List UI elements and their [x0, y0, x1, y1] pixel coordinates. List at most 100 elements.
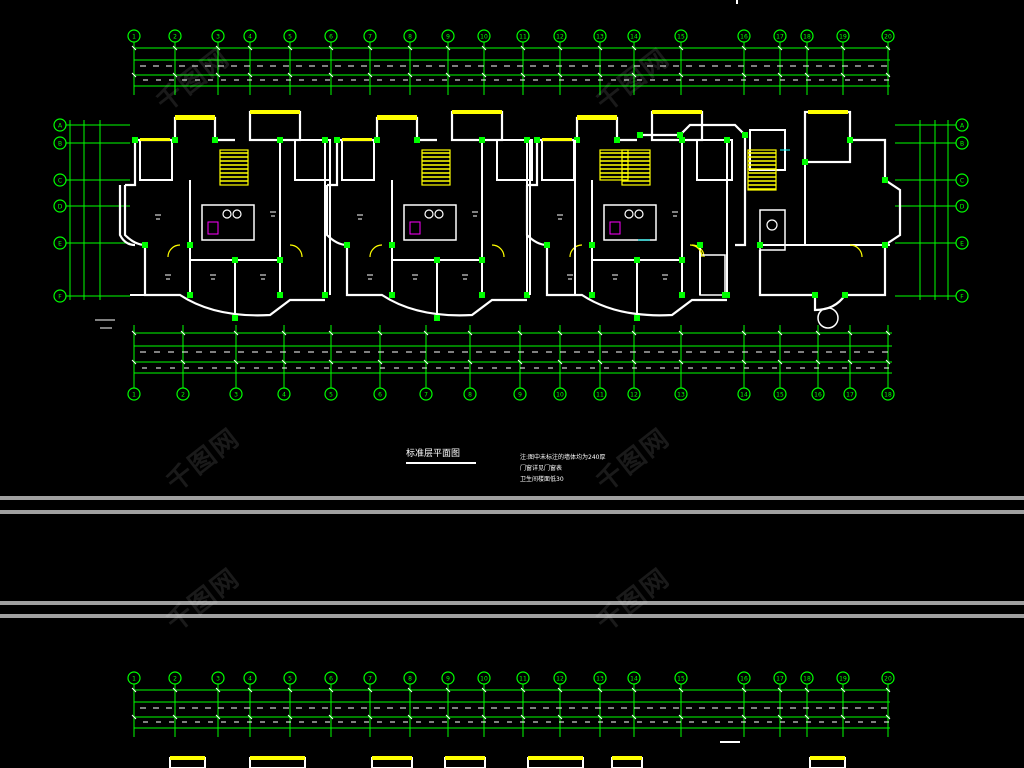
left-axis-bubble-label: D: [58, 204, 63, 211]
tick-mark: [328, 359, 334, 365]
right-axis-bubble-label: E: [960, 241, 964, 248]
door-swing: [167, 244, 181, 258]
bottom-axis-bubble-label: 3: [234, 392, 238, 399]
exterior-wall: [118, 185, 136, 247]
bottom-dimension-block: [131, 325, 892, 394]
floor-plan-walls: [123, 110, 902, 329]
stair-outline: [747, 149, 777, 191]
tick-mark: [597, 330, 603, 336]
tick-mark: [281, 330, 287, 336]
tick-mark: [804, 72, 810, 78]
tick-mark: [678, 359, 684, 365]
structural-column: [742, 132, 748, 138]
bottom-axis-bubble: [737, 387, 751, 401]
structural-column: [544, 242, 550, 248]
structural-column: [679, 137, 685, 143]
structural-column: [277, 292, 283, 298]
tick-mark: [885, 45, 891, 51]
window-band: [810, 756, 845, 760]
structural-column: [479, 292, 485, 298]
top-axis-bubble-label: 6: [329, 34, 333, 41]
fixture-sink: [434, 209, 444, 219]
top-axis-bubble: [836, 671, 850, 685]
bottom-axis-bubble-label: 14: [740, 392, 748, 399]
window-band: [452, 110, 502, 114]
bottom-axis-bubble: [674, 387, 688, 401]
door-swing: [689, 244, 703, 258]
right-axis-bubble-label: D: [960, 204, 965, 211]
second-plan-partial: [169, 741, 846, 768]
top-axis-bubble: [363, 29, 377, 43]
tick-mark: [557, 45, 563, 51]
tick-mark: [481, 45, 487, 51]
top-axis-bubble-label: 14: [630, 676, 638, 683]
tick-mark: [467, 359, 473, 365]
top-dimension-block: [131, 678, 891, 737]
tick-mark: [520, 72, 526, 78]
tick-mark: [481, 714, 487, 720]
top-axis-bubble: [553, 29, 567, 43]
bottom-axis-bubble: [373, 387, 387, 401]
top-axis-bubble-label: 2: [173, 676, 177, 683]
room-wall: [341, 139, 375, 181]
tick-mark: [815, 330, 821, 336]
top-axis-bubble: [283, 671, 297, 685]
structural-column: [277, 257, 283, 263]
window-band: [140, 138, 170, 141]
tick-mark: [678, 714, 684, 720]
tick-mark: [467, 330, 473, 336]
window-band: [528, 756, 583, 760]
left-axis-bubble: [53, 136, 67, 150]
top-axis-bubble: [211, 671, 225, 685]
tick-mark: [557, 330, 563, 336]
tick-mark: [328, 714, 334, 720]
structural-column: [277, 137, 283, 143]
structural-column: [212, 137, 218, 143]
top-axis-bubble-label: 6: [329, 676, 333, 683]
tick-mark: [172, 72, 178, 78]
tick-mark: [328, 72, 334, 78]
top-axis-bubble-label: 11: [519, 676, 527, 683]
bottom-axis-bubble: [553, 387, 567, 401]
structural-column: [679, 292, 685, 298]
tick-mark: [287, 72, 293, 78]
stairwell: [219, 149, 249, 186]
top-axis-bubble-label: 17: [776, 34, 784, 41]
tick-mark: [885, 72, 891, 78]
tick-mark: [481, 72, 487, 78]
top-axis-bubble-label: 4: [248, 676, 252, 683]
room-wall: [139, 139, 173, 181]
right-axis-bubble: [955, 199, 969, 213]
tick-mark: [777, 359, 783, 365]
room-wall: [248, 110, 302, 142]
bottom-axis-bubble: [229, 387, 243, 401]
tick-mark: [777, 72, 783, 78]
left-axis-bubble: [53, 199, 67, 213]
top-axis-bubble-label: 19: [839, 34, 847, 41]
tick-mark: [847, 330, 853, 336]
tick-mark: [287, 687, 293, 693]
top-axis-bubble: [516, 671, 530, 685]
tick-mark: [815, 359, 821, 365]
stair-outline: [621, 149, 651, 186]
tick-mark: [885, 330, 891, 336]
bottom-axis-bubble: [627, 387, 641, 401]
tick-mark: [678, 687, 684, 693]
tick-mark: [520, 45, 526, 51]
window-band: [250, 110, 300, 114]
tick-mark: [804, 714, 810, 720]
door-swing: [369, 244, 383, 258]
top-axis-bubble: [283, 29, 297, 43]
tick-mark: [597, 45, 603, 51]
bottom-axis-bubble: [127, 387, 141, 401]
top-axis-bubble: [403, 29, 417, 43]
top-axis-bubble: [737, 671, 751, 685]
tick-mark: [804, 687, 810, 693]
fixture-toilet: [222, 209, 232, 219]
top-axis-bubble-label: 3: [216, 34, 220, 41]
top-axis-bubble: [737, 29, 751, 43]
fixture-toilet: [624, 209, 634, 219]
tick-mark: [840, 687, 846, 693]
door-swing: [289, 244, 303, 258]
structural-column: [724, 137, 730, 143]
